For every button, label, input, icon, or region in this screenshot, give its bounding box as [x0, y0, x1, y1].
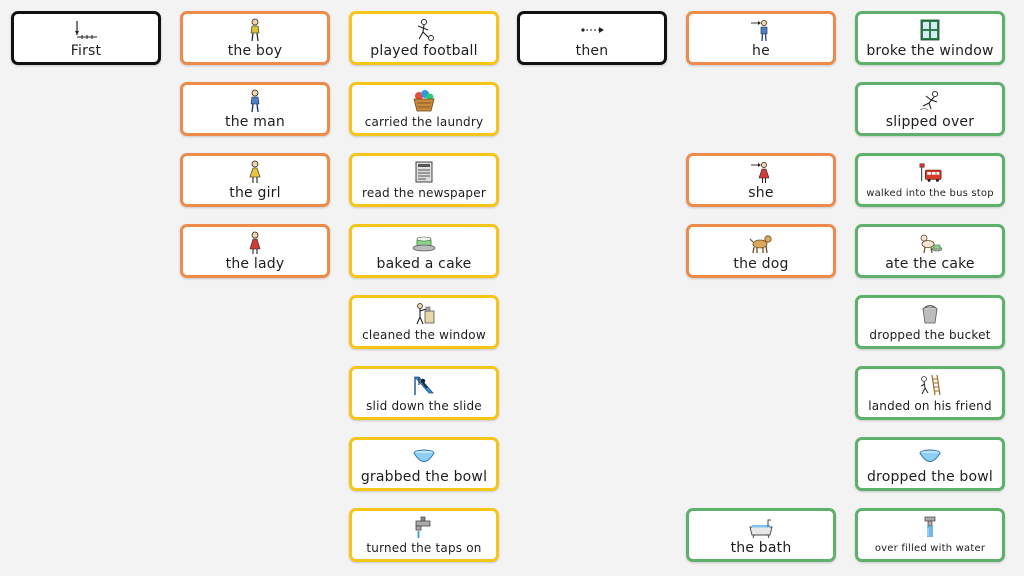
cell-dropped-the-bucket[interactable]: dropped the bucket — [855, 295, 1005, 349]
cell-played-football[interactable]: played football — [349, 11, 499, 65]
cell-label: grabbed the bowl — [360, 469, 488, 485]
cell-baked-a-cake[interactable]: baked a cake — [349, 224, 499, 278]
cell-the-girl[interactable]: the girl — [180, 153, 330, 207]
tap-icon — [411, 515, 437, 539]
lady-icon — [242, 231, 268, 255]
cell-label: the dog — [733, 256, 789, 272]
cell-over-filled-with-water[interactable]: over filled with water — [855, 508, 1005, 562]
cell-label: ate the cake — [885, 256, 975, 272]
cell-read-the-newspaper[interactable]: read the newspaper — [349, 153, 499, 207]
cell-label: dropped the bucket — [869, 328, 991, 342]
cell-label: the lady — [225, 256, 285, 272]
cell-the-dog[interactable]: the dog — [686, 224, 836, 278]
cell-label: the bath — [730, 540, 792, 556]
cell-label: turned the taps on — [366, 541, 482, 555]
cell-walked-into-the-bus-stop[interactable]: walked into the bus stop — [855, 153, 1005, 207]
cell-he[interactable]: he — [686, 11, 836, 65]
cleaning-icon — [411, 302, 437, 326]
he-pointing-icon — [748, 18, 774, 42]
cell-grabbed-the-bowl[interactable]: grabbed the bowl — [349, 437, 499, 491]
cell-label: he — [752, 43, 770, 59]
cell-carried-the-laundry[interactable]: carried the laundry — [349, 82, 499, 136]
bus-stop-icon — [917, 160, 943, 184]
cell-broke-the-window[interactable]: broke the window — [855, 11, 1005, 65]
football-player-icon — [411, 18, 437, 42]
cell-the-boy[interactable]: the boy — [180, 11, 330, 65]
cell-the-lady[interactable]: the lady — [180, 224, 330, 278]
bowl-icon — [411, 444, 437, 468]
first-arrow-icon — [73, 18, 99, 42]
dog-eating-icon — [917, 231, 943, 255]
cell-label: cleaned the window — [362, 328, 486, 342]
cell-label: the girl — [229, 185, 281, 201]
window-icon — [917, 18, 943, 42]
cell-label: the man — [225, 114, 285, 130]
cell-label: then — [575, 43, 609, 59]
laundry-basket-icon — [411, 89, 437, 113]
cell-label: walked into the bus stop — [866, 188, 994, 199]
cell-ate-the-cake[interactable]: ate the cake — [855, 224, 1005, 278]
cell-she[interactable]: she — [686, 153, 836, 207]
cell-label: over filled with water — [874, 543, 986, 554]
overflowing-tap-icon — [917, 515, 943, 539]
cell-turned-the-taps-on[interactable]: turned the taps on — [349, 508, 499, 562]
slide-icon — [411, 373, 437, 397]
cell-then[interactable]: then — [517, 11, 667, 65]
cell-label: dropped the bowl — [866, 469, 994, 485]
bath-icon — [748, 515, 774, 539]
cell-label: landed on his friend — [868, 399, 992, 413]
then-arrow-icon — [579, 18, 605, 42]
cell-slipped-over[interactable]: slipped over — [855, 82, 1005, 136]
cell-label: slipped over — [885, 114, 975, 130]
cell-the-man[interactable]: the man — [180, 82, 330, 136]
cell-label: slid down the slide — [366, 399, 482, 413]
newspaper-icon — [411, 160, 437, 184]
bowl-icon — [917, 444, 943, 468]
cell-first[interactable]: First — [11, 11, 161, 65]
cell-label: read the newspaper — [362, 186, 486, 200]
cell-label: First — [70, 43, 102, 59]
slipping-person-icon — [917, 89, 943, 113]
cell-landed-on-his-friend[interactable]: landed on his friend — [855, 366, 1005, 420]
cell-label: played football — [370, 43, 478, 59]
ladder-fall-icon — [917, 373, 943, 397]
boy-icon — [242, 18, 268, 42]
she-pointing-icon — [748, 160, 774, 184]
cell-dropped-the-bowl[interactable]: dropped the bowl — [855, 437, 1005, 491]
cell-slid-down-the-slide[interactable]: slid down the slide — [349, 366, 499, 420]
dog-icon — [748, 231, 774, 255]
man-icon — [242, 89, 268, 113]
cell-label: she — [748, 185, 774, 201]
cell-the-bath[interactable]: the bath — [686, 508, 836, 562]
cell-label: carried the laundry — [364, 115, 484, 129]
bucket-icon — [917, 302, 943, 326]
girl-icon — [242, 160, 268, 184]
cell-label: baked a cake — [376, 256, 472, 272]
cell-cleaned-the-window[interactable]: cleaned the window — [349, 295, 499, 349]
cell-label: the boy — [227, 43, 283, 59]
cell-label: broke the window — [866, 43, 994, 59]
cake-icon — [411, 231, 437, 255]
